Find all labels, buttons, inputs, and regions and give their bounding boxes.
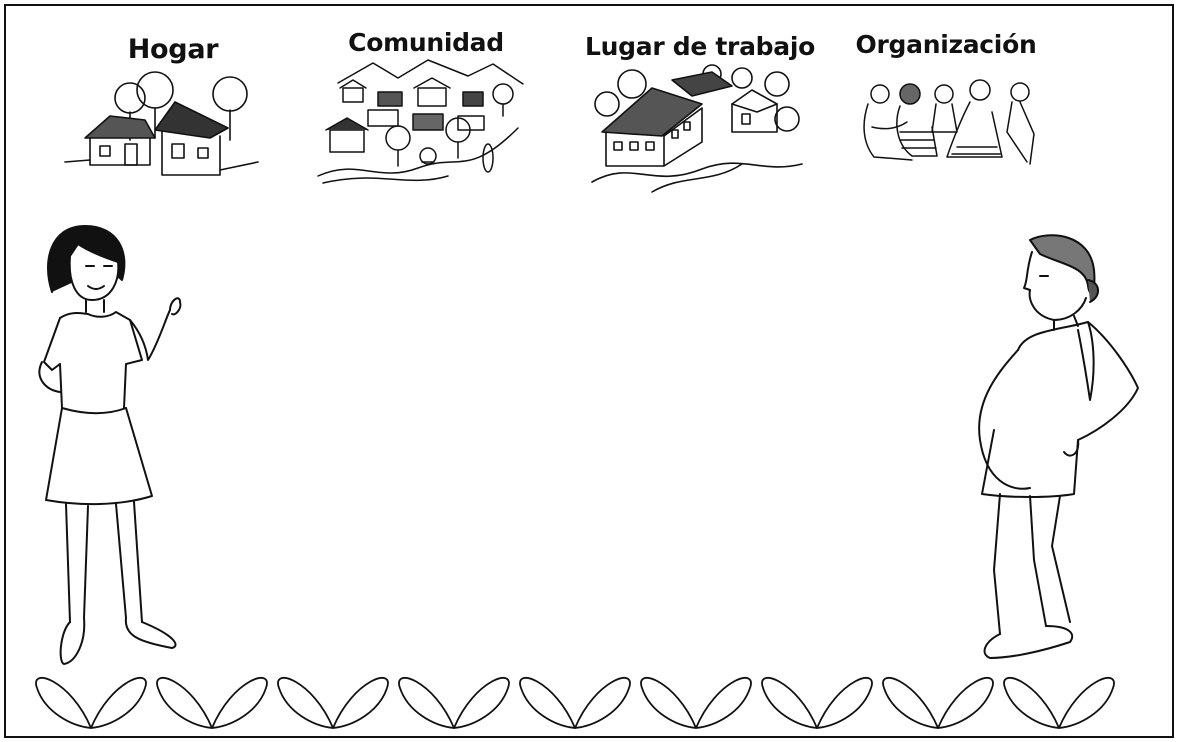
houses-icon — [60, 70, 260, 185]
label-lugar-de-trabajo: Lugar de trabajo — [585, 32, 815, 61]
leaf-pair — [762, 678, 872, 728]
factory-icon — [592, 64, 812, 194]
leaf-pair — [157, 678, 267, 728]
leaf-pair — [520, 678, 630, 728]
leaf-pair — [641, 678, 751, 728]
pregnant-woman-icon — [970, 230, 1150, 670]
label-comunidad: Comunidad — [348, 28, 504, 57]
leaf-pair — [883, 678, 993, 728]
leaf-pair — [278, 678, 388, 728]
group-meeting-icon — [852, 72, 1042, 172]
label-organizacion: Organización — [855, 30, 1037, 59]
leaf-pair — [36, 678, 146, 728]
leaf-pair — [1004, 678, 1114, 728]
woman-gesturing-icon — [30, 222, 190, 672]
leaf-pair — [399, 678, 509, 728]
label-hogar: Hogar — [127, 34, 219, 65]
village-icon — [318, 58, 528, 188]
